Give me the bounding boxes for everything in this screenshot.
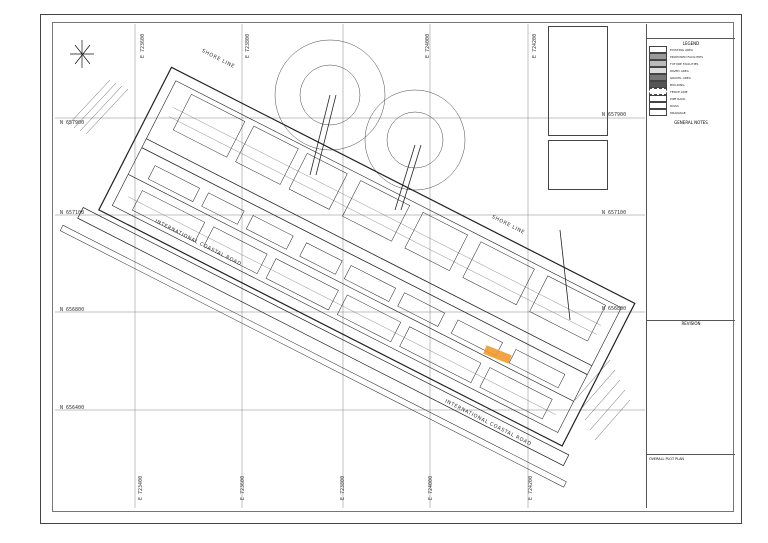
easting-bottom-2: E 723600 <box>240 475 246 500</box>
legend-row: DRAINAGE <box>649 109 735 116</box>
legend-row: PIPE RACK <box>649 95 735 102</box>
hatched-areas <box>67 79 631 441</box>
northing-label-2: N 657100 <box>60 210 85 216</box>
northing-label-right-2: N 657100 <box>602 210 627 216</box>
easting-bottom-3: E 723800 <box>340 475 346 500</box>
northing-label-1: N 657900 <box>60 120 85 126</box>
northing-label-3: N 656800 <box>60 307 85 313</box>
easting-top-2: E 723800 <box>245 33 251 58</box>
legend-row: PROPOSED FACILITIES <box>649 53 735 60</box>
coordinate-table-2 <box>548 140 608 190</box>
easting-top-4: E 724200 <box>532 33 538 58</box>
coordinate-grid <box>55 24 645 508</box>
legend-row: FENCE LINE <box>649 88 735 95</box>
legend-row: BUILDING <box>649 81 735 88</box>
legend-row: ROAD <box>649 102 735 109</box>
revision-title: REVISION <box>647 320 735 326</box>
plant-layout <box>59 66 636 488</box>
legend-row: EXISTING AREA <box>649 46 735 53</box>
flare-radius-circles <box>274 39 466 191</box>
legend-row: FUTURE FACILITIES <box>649 60 735 67</box>
northing-label-right-1: N 657900 <box>602 112 627 118</box>
drawing-sheet <box>40 14 742 524</box>
legend-title: LEGEND <box>682 41 700 46</box>
legend-row: GRAVEL AREA <box>649 74 735 81</box>
easting-bottom-4: E 724000 <box>428 475 434 500</box>
easting-bottom-1: E 723400 <box>138 475 144 500</box>
northing-label-right-3: N 656800 <box>602 306 627 312</box>
coordinate-table-1 <box>548 26 608 136</box>
title-block-title: OVERALL PLOT PLAN <box>649 457 684 461</box>
general-notes-title: GENERAL NOTES <box>674 120 708 125</box>
easting-bottom-5: E 724200 <box>528 475 534 500</box>
title-block: OVERALL PLOT PLAN <box>647 454 735 509</box>
reference-drawings-header <box>647 24 735 39</box>
easting-top-1: E 723600 <box>140 33 146 58</box>
legend-row: PAVED AREA <box>649 67 735 74</box>
drawing-frame <box>52 22 734 512</box>
easting-top-3: E 724000 <box>425 33 431 58</box>
title-panel: LEGEND EXISTING AREA PROPOSED FACILITIES… <box>646 24 735 508</box>
jetty-structures <box>309 94 571 321</box>
north-arrow-icon <box>70 40 94 68</box>
northing-label-4: N 656400 <box>60 405 85 411</box>
